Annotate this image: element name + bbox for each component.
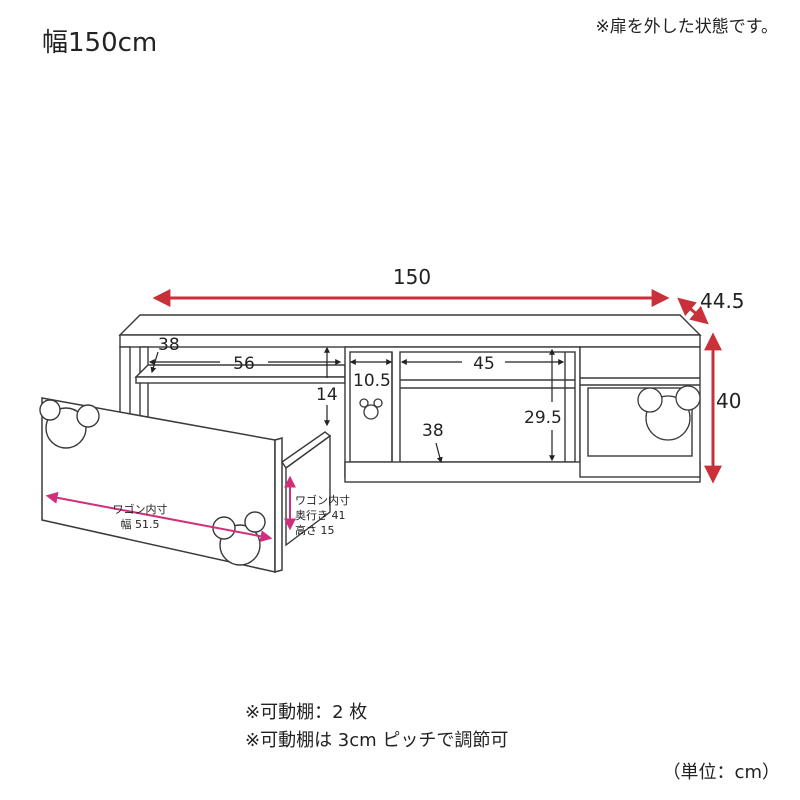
unit-label: （単位：cm）	[662, 762, 780, 783]
wagon-side-height: 高さ 15	[295, 523, 335, 537]
wagon-side	[281, 431, 332, 547]
height-label: 40	[716, 389, 741, 413]
internal-dimension-arrows	[148, 346, 565, 464]
wagon-front-width: 幅 51.5	[121, 518, 160, 531]
left-shelf-height-label: 14	[316, 385, 338, 405]
door-removed-note: ※扉を外した状態です。	[595, 17, 778, 37]
depth-label: 44.5	[700, 289, 745, 313]
center-small-width-label: 10.5	[353, 371, 391, 391]
center-height-label: 29.5	[524, 408, 562, 428]
width-title: 幅150cm	[42, 28, 158, 58]
total-width-label: 150	[393, 265, 431, 289]
mickey-cutout-icon	[39, 399, 100, 449]
left-shelf-width-label: 56	[233, 354, 255, 374]
depth-arrow	[677, 297, 709, 325]
mickey-cutout-icon	[637, 385, 701, 441]
mickey-cutout-icon	[359, 398, 383, 420]
left-shelf-depth-label: 38	[158, 335, 180, 355]
wagon-side-label: ワゴン内寸	[295, 493, 350, 507]
wagon-width-arrow	[45, 491, 273, 543]
center-depth-label: 38	[422, 421, 444, 441]
center-width-label: 45	[473, 354, 495, 374]
movable-shelf-count-note: ※可動棚：2 枚	[245, 702, 368, 723]
movable-shelf-pitch-note: ※可動棚は 3cm ピッチで調節可	[245, 730, 509, 751]
wagon-front-label: ワゴン内寸	[113, 502, 168, 516]
wagon-side-depth: 奥行き 41	[295, 508, 346, 522]
